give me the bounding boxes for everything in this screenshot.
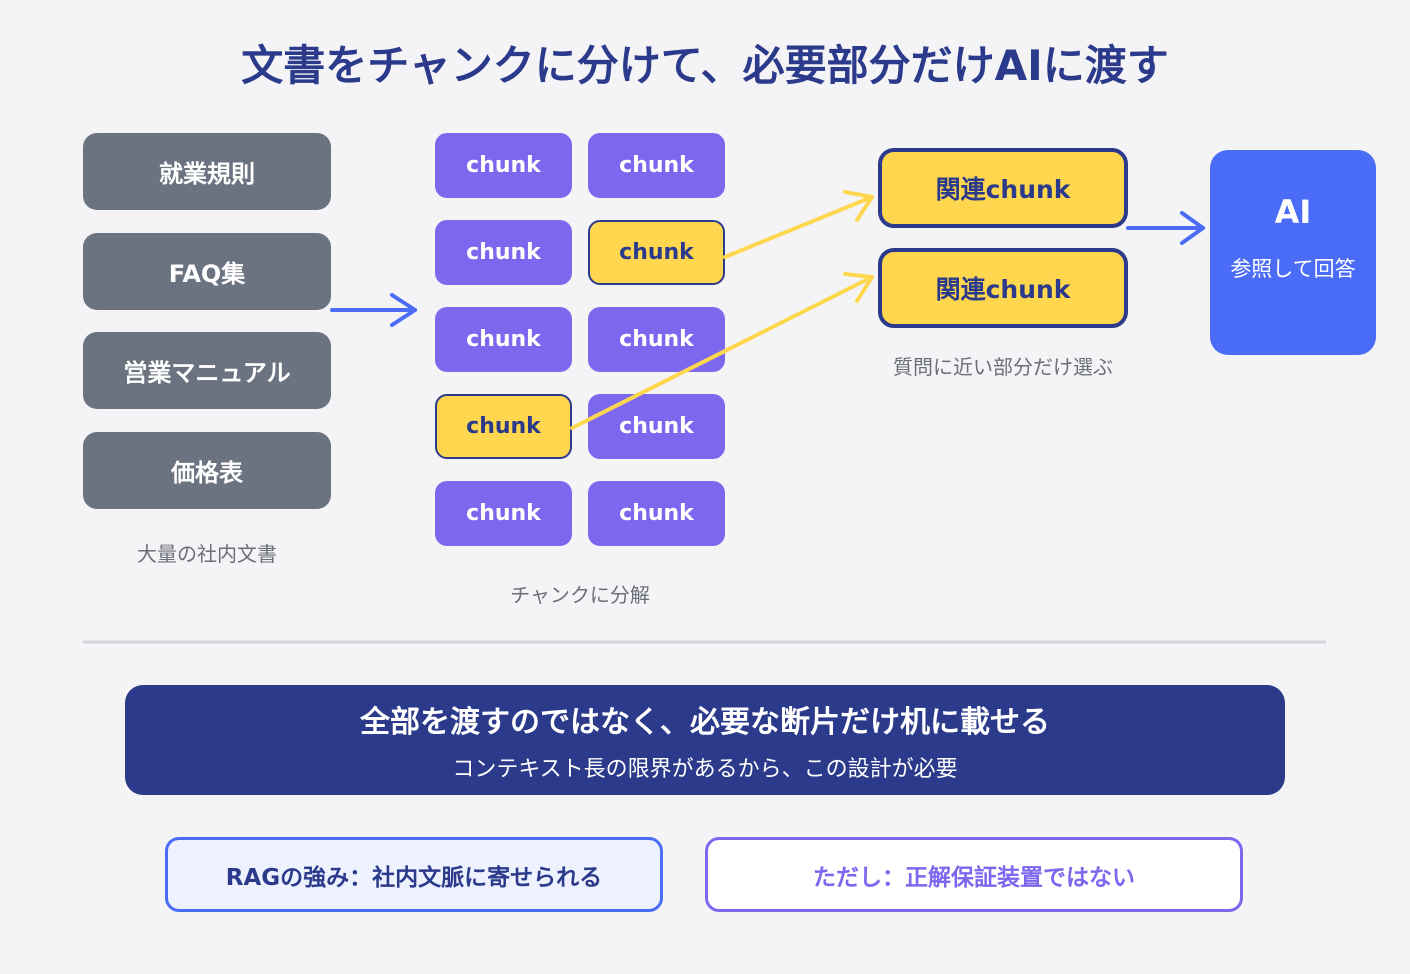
summary-banner: 全部を渡すのではなく、必要な断片だけ机に載せる コンテキスト長の限界があるから、…	[125, 685, 1285, 795]
ai-subtitle: 参照して回答	[1230, 256, 1356, 281]
caveat-note: ただし：正解保証装置ではない	[705, 837, 1243, 912]
document-box: 価格表	[83, 432, 331, 509]
related-chunk-box: 関連chunk	[878, 148, 1128, 228]
chunk-box: chunk	[588, 481, 725, 546]
chunk-box: chunk	[588, 133, 725, 198]
chunk-box: chunk	[588, 394, 725, 459]
ai-box: AI 参照して回答	[1210, 150, 1376, 355]
arrow-icon	[570, 272, 874, 430]
banner-sub: コンテキスト長の限界があるから、この設計が必要	[452, 757, 958, 782]
page-title: 文書をチャンクに分けて、必要部分だけAIに渡す	[241, 40, 1169, 90]
arrow-icon	[1126, 211, 1205, 245]
chunk-box: chunk	[435, 220, 572, 285]
arrow-icon	[723, 190, 874, 259]
strength-note: RAGの強み：社内文脈に寄せられる	[165, 837, 663, 912]
chunk-box: chunk	[435, 133, 572, 198]
selected-chunk: chunk	[588, 220, 725, 285]
related-chunk-box: 関連chunk	[878, 248, 1128, 328]
documents-caption: 大量の社内文書	[137, 541, 277, 566]
document-box: FAQ集	[83, 233, 331, 310]
banner-main: 全部を渡すのではなく、必要な断片だけ机に載せる	[360, 705, 1050, 740]
document-box: 営業マニュアル	[83, 332, 331, 409]
related-caption: 質問に近い部分だけ選ぶ	[893, 354, 1113, 379]
document-box: 就業規則	[83, 133, 331, 210]
arrow-icon	[330, 293, 417, 327]
ai-title: AI	[1274, 192, 1312, 231]
selected-chunk: chunk	[435, 394, 572, 459]
chunk-box: chunk	[435, 307, 572, 372]
chunks-caption: チャンクに分解	[510, 582, 650, 607]
chunk-box: chunk	[435, 481, 572, 546]
